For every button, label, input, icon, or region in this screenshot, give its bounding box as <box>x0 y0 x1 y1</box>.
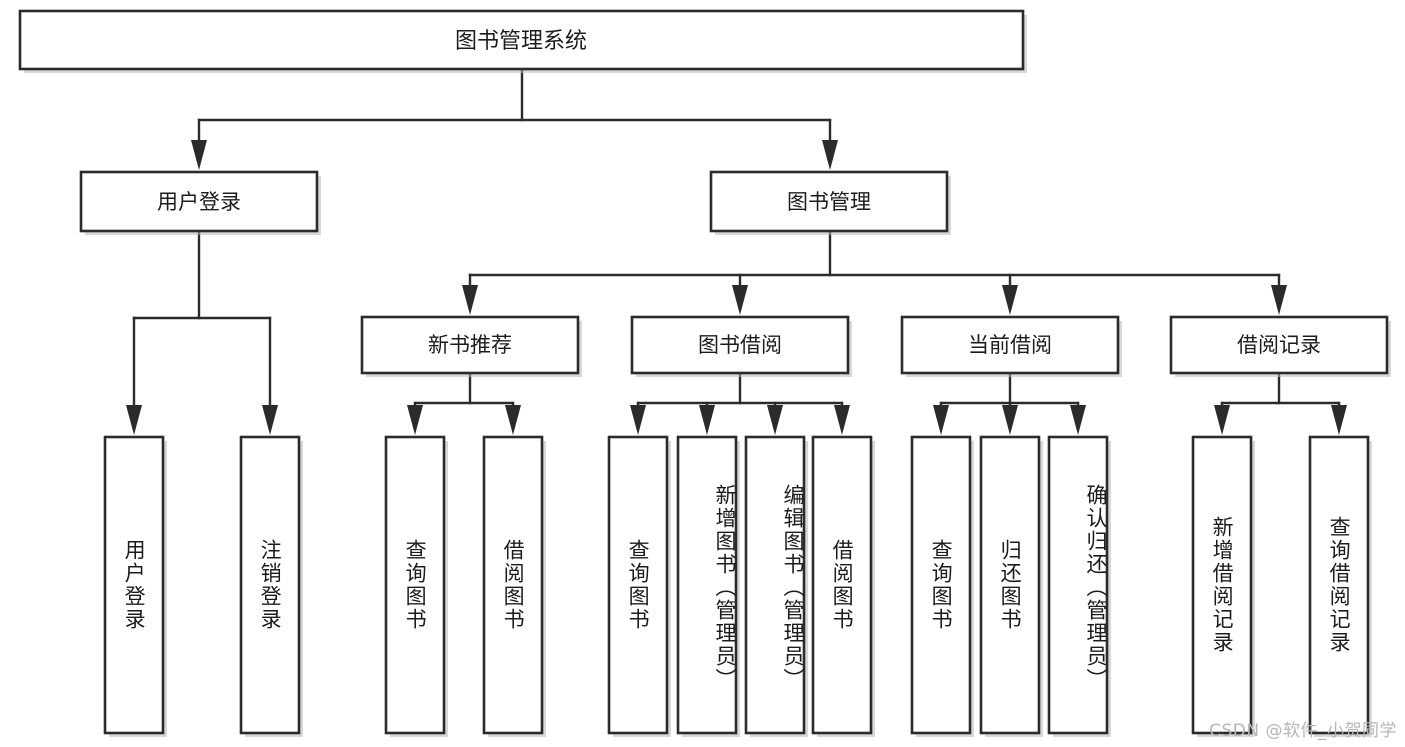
node-borrow-record-label: 借阅记录 <box>1237 333 1321 357</box>
arrow-icon-leaf-query-book-2 <box>630 405 646 435</box>
leaf-query-book-1-rect[interactable] <box>384 435 446 735</box>
arrow-icon-leaf-query-book-1 <box>407 405 423 435</box>
leaf-borrow-book-2-rect[interactable] <box>811 435 873 735</box>
arrow-icon-leaf-confirm-return <box>1070 405 1086 435</box>
node-user-login-label: 用户登录 <box>157 190 241 214</box>
leaf-return-book-rect[interactable] <box>979 435 1041 735</box>
arrow-icon-leaf-add-record <box>1214 405 1230 435</box>
arrow-icon-leaf-borrow-book-1 <box>505 405 521 435</box>
leaf-add-book-rect[interactable] <box>676 435 738 735</box>
arrow-icon-book-manage <box>822 140 838 170</box>
leaf-user-login-rect[interactable] <box>103 435 165 735</box>
arrow-icon-leaf-logout <box>262 405 278 435</box>
leaf-edit-book-rect[interactable] <box>744 435 806 735</box>
arrow-icon-borrow-record <box>1271 285 1287 315</box>
leaf-box-group <box>103 435 1372 737</box>
leaf-query-record-rect[interactable] <box>1308 435 1370 735</box>
arrow-icon-leaf-query-record <box>1331 405 1347 435</box>
arrow-icon-current-borrow <box>1002 285 1018 315</box>
node-current-borrow[interactable]: 当前借阅 <box>900 315 1122 377</box>
leaf-query-book-3-rect[interactable] <box>910 435 972 735</box>
arrow-icon-leaf-edit-book <box>767 405 783 435</box>
node-book-manage[interactable]: 图书管理 <box>709 170 951 235</box>
arrowhead-group <box>126 140 1347 435</box>
arrow-icon-leaf-query-book-3 <box>933 405 949 435</box>
arrow-icon-leaf-borrow-book-2 <box>834 405 850 435</box>
node-new-book-recommend-rect[interactable] <box>360 315 580 375</box>
arrow-icon-leaf-add-book <box>699 405 715 435</box>
arrow-icon-book-borrow <box>732 285 748 315</box>
node-borrow-record[interactable]: 借阅记录 <box>1169 315 1391 377</box>
leaf-confirm-return-rect[interactable] <box>1047 435 1109 735</box>
node-current-borrow-rect[interactable] <box>900 315 1120 375</box>
node-user-login-rect[interactable] <box>79 170 319 233</box>
leaf-logout-rect[interactable] <box>239 435 301 735</box>
arrow-icon-leaf-return-book <box>1002 405 1018 435</box>
node-new-book-recommend-label: 新书推荐 <box>428 333 512 357</box>
node-current-borrow-label: 当前借阅 <box>968 333 1052 357</box>
node-root-label: 图书管理系统 <box>455 29 587 54</box>
leaf-add-record-rect[interactable] <box>1191 435 1253 735</box>
arrow-icon-new-book-recommend <box>462 285 478 315</box>
leaf-borrow-book-1-rect[interactable] <box>482 435 544 735</box>
node-user-login[interactable]: 用户登录 <box>79 170 321 235</box>
arrow-icon-user-login <box>191 140 207 170</box>
node-borrow-record-rect[interactable] <box>1169 315 1389 375</box>
node-book-manage-rect[interactable] <box>709 170 949 233</box>
arrow-icon-leaf-user-login <box>126 405 142 435</box>
leaf-query-book-2-rect[interactable] <box>607 435 669 735</box>
node-root-rect[interactable] <box>18 9 1025 71</box>
node-book-borrow[interactable]: 图书借阅 <box>630 315 852 377</box>
node-root[interactable]: 图书管理系统 <box>18 9 1027 73</box>
node-book-borrow-rect[interactable] <box>630 315 850 375</box>
node-new-book-recommend[interactable]: 新书推荐 <box>360 315 582 377</box>
node-book-borrow-label: 图书借阅 <box>698 333 782 357</box>
node-book-manage-label: 图书管理 <box>787 190 871 214</box>
watermark-text: CSDN @软件_小贺同学 <box>1209 721 1397 741</box>
